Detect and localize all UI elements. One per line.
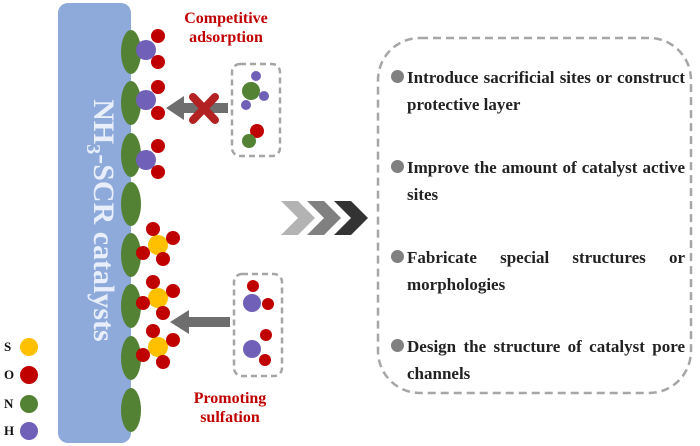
legend-swatch-s — [20, 338, 38, 356]
no-molecule — [242, 124, 264, 148]
sulfation-arrow — [170, 310, 230, 334]
sulfate-group — [136, 222, 180, 266]
catalyst-label: NH3-SCR catalysts — [81, 98, 120, 342]
promoting-sulfation-label: Promoting sulfation — [193, 390, 267, 426]
strategy-item: Improve the amount of catalyst active si… — [385, 154, 685, 208]
blocked-arrow — [166, 93, 228, 124]
active-site — [121, 336, 141, 380]
legend-label-n: N — [4, 396, 14, 411]
strategy-item: Introduce sacrificial sites or construct… — [385, 64, 685, 118]
bullet-icon — [391, 339, 404, 352]
adsorbed-molecule — [136, 29, 165, 69]
active-site — [121, 182, 141, 226]
bullet-icon — [391, 160, 404, 173]
active-site — [121, 233, 141, 277]
strategies-panel — [376, 36, 693, 395]
active-site — [121, 81, 141, 125]
so2-molecule — [243, 280, 274, 312]
legend-swatch-o — [20, 366, 38, 384]
chevron-arrows-icon — [281, 201, 368, 235]
sulfate-group — [136, 324, 180, 369]
active-site — [121, 284, 141, 328]
strategy-item: Fabricate special structures or morpholo… — [385, 244, 685, 298]
nh3-molecule — [241, 71, 269, 110]
legend-label-s: S — [4, 339, 12, 354]
legend-label-o: O — [4, 367, 15, 382]
legend — [20, 338, 38, 440]
active-site — [121, 133, 141, 177]
active-sites — [121, 30, 141, 432]
so2-molecule — [243, 329, 272, 366]
legend-swatch-h — [20, 422, 38, 440]
competitive-adsorption-label: Competitive adsorption — [184, 10, 268, 46]
active-site — [121, 30, 141, 74]
sulfate-group — [136, 275, 180, 320]
bullet-icon — [391, 250, 404, 263]
reactant-box-bottom — [232, 272, 284, 378]
strategy-item: Design the structure of catalyst pore ch… — [385, 333, 685, 387]
legend-label-h: H — [4, 423, 15, 438]
adsorbed-molecule — [136, 139, 165, 179]
catalyst-slab — [58, 3, 131, 443]
active-site — [121, 388, 141, 432]
reactant-box-top — [230, 62, 282, 158]
cross-icon — [189, 93, 219, 124]
adsorbed-molecule — [136, 80, 165, 120]
bullet-icon — [391, 70, 404, 83]
legend-swatch-n — [20, 395, 38, 413]
